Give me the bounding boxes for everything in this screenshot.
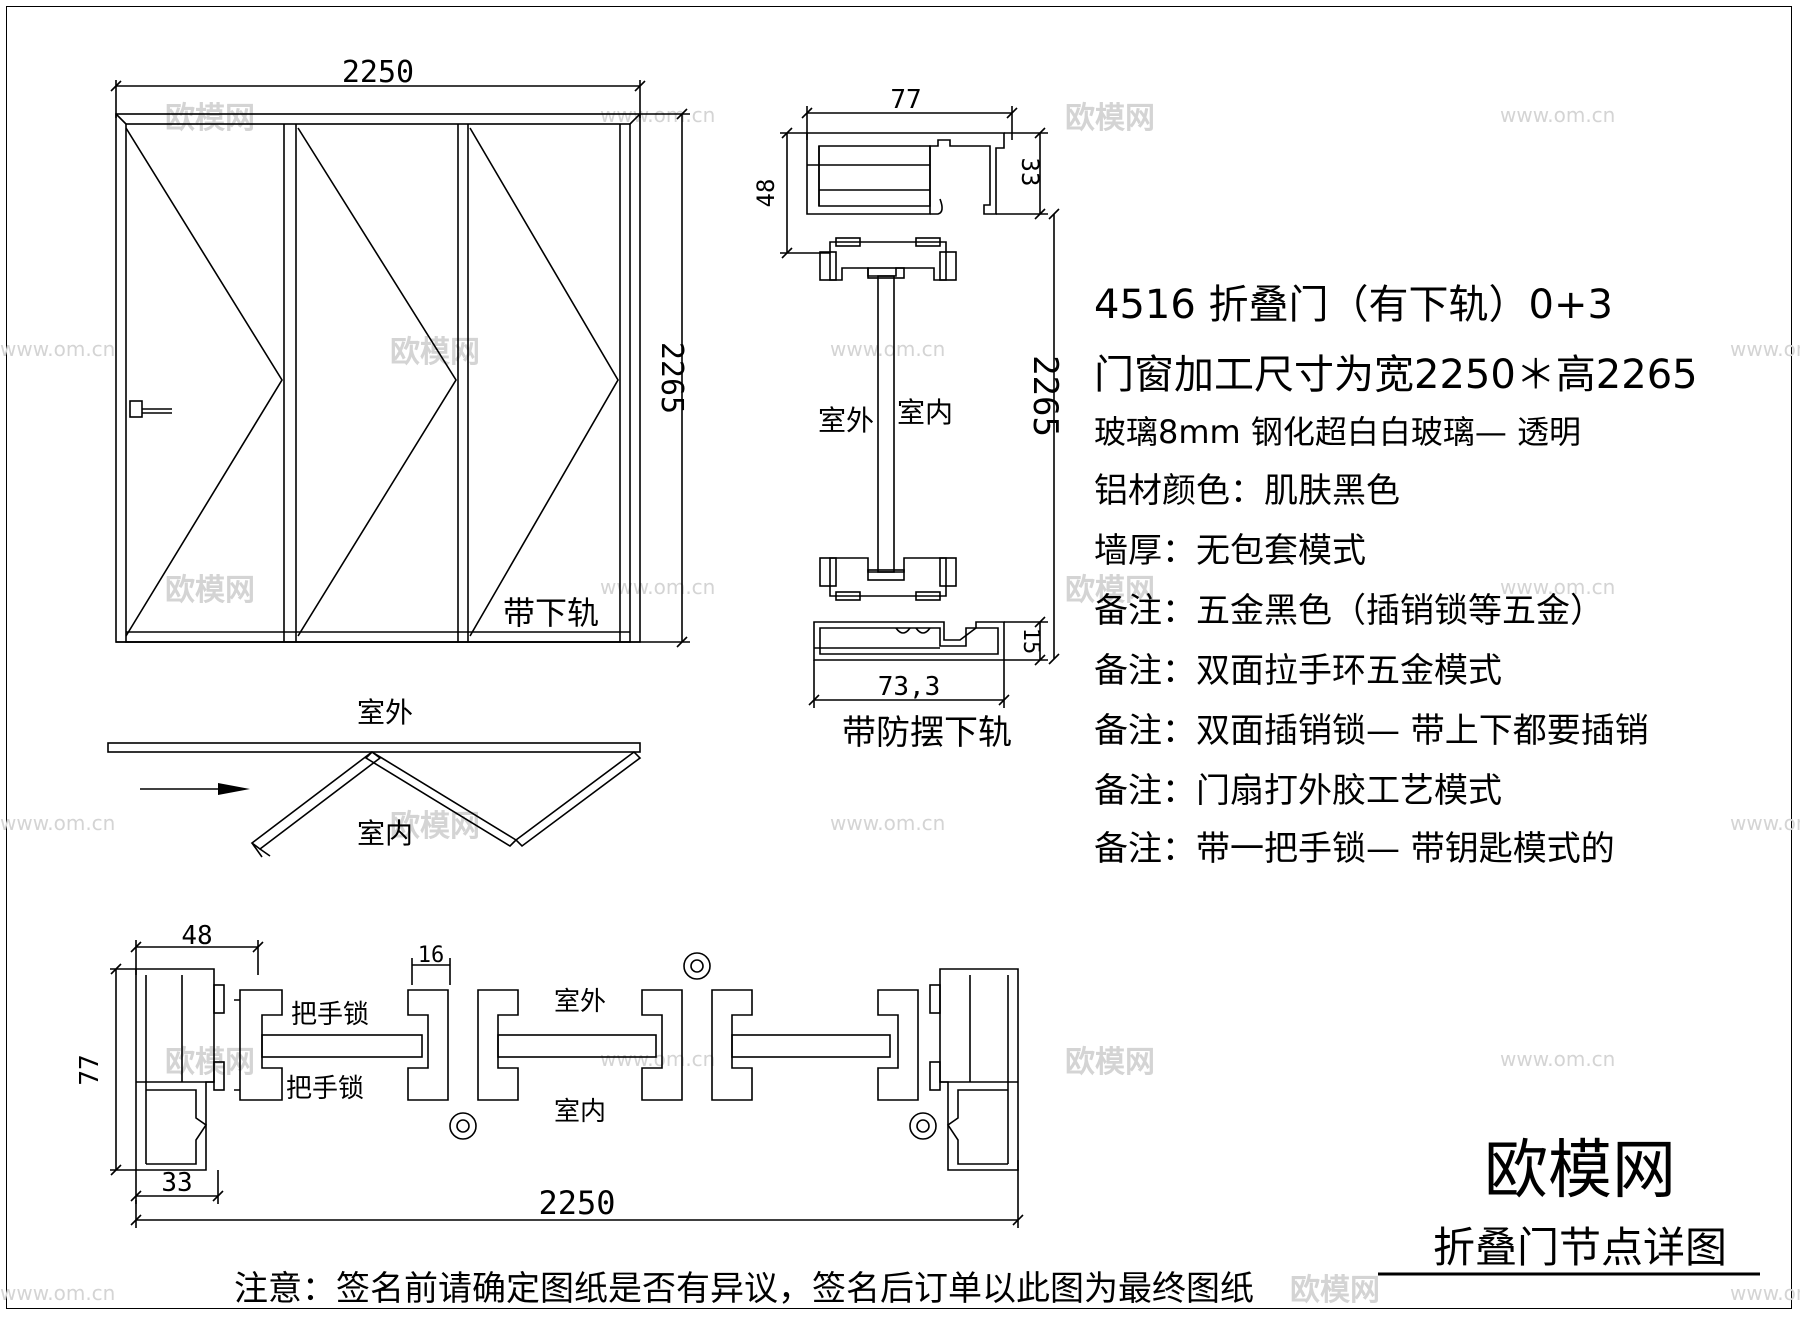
elevation-height-dim: 2265 xyxy=(654,342,689,414)
section-outside-label: 室外 xyxy=(818,404,874,437)
drawing-title: 折叠门节点详图 xyxy=(1433,1223,1727,1272)
section-inside-label: 室内 xyxy=(897,396,953,429)
signature-note: 注意：签名前请确定图纸是否有异议，签名后订单以此图为最终图纸 xyxy=(234,1269,1254,1309)
watermark-logo: 欧模网 xyxy=(1290,1273,1380,1308)
panel-1-swing-mark xyxy=(125,127,283,637)
folding-plan: 室外 室内 xyxy=(107,696,642,858)
watermark-logo: 欧模网 xyxy=(165,573,255,608)
bottom-rail-width-dim: 73,3 xyxy=(878,672,941,702)
spec-line-note: 备注：五金黑色（插销锁等五金） xyxy=(1094,591,1604,631)
footer: 注意：签名前请确定图纸是否有异议，签名后订单以此图为最终图纸 欧模网 折叠门节点… xyxy=(234,1134,1727,1309)
watermark-url: www.om.cn xyxy=(830,337,945,361)
spec-line-glass: 玻璃8mm 钢化超白白玻璃— 透明 xyxy=(1094,413,1581,451)
brand-logo: 欧模网 xyxy=(1484,1134,1676,1208)
watermark-logo: 欧模网 xyxy=(1065,573,1155,608)
watermark-logo: 欧模网 xyxy=(165,1045,255,1080)
plan-lock-label-1: 把手锁 xyxy=(291,1000,369,1030)
top-right-height-dim: 33 xyxy=(1016,158,1044,187)
watermark-url: www.om.cn xyxy=(1500,1047,1615,1071)
arrow-head-icon xyxy=(218,783,250,795)
top-left-height-dim: 48 xyxy=(752,179,780,208)
plan-inside-label: 室内 xyxy=(554,1097,606,1127)
specification-block: 4516 折叠门（有下轨）0+3 门窗加工尺寸为宽2250＊高2265 玻璃8m… xyxy=(1094,282,1698,869)
watermark-logo: 欧模网 xyxy=(390,335,480,370)
spec-title: 4516 折叠门（有下轨）0+3 xyxy=(1094,282,1613,328)
folding-inside-label: 室内 xyxy=(357,817,413,850)
plan-outside-label: 室外 xyxy=(554,987,606,1017)
spec-line-size: 门窗加工尺寸为宽2250＊高2265 xyxy=(1094,352,1698,398)
plan-lock-label-2: 把手锁 xyxy=(286,1074,364,1104)
watermark-url: www.om.cn xyxy=(830,811,945,835)
door-elevation: 2250 2265 带下轨 xyxy=(110,55,690,648)
watermark-logo: 欧模网 xyxy=(390,809,480,844)
watermark-url: www.om.cn xyxy=(1500,103,1615,127)
spec-line-note: 备注：带一把手锁— 带钥匙模式的 xyxy=(1094,829,1615,869)
profile-section: 77 48 33 室外 室内 xyxy=(752,85,1065,753)
spec-line-color: 铝材颜色：肌肤黑色 xyxy=(1094,471,1400,511)
plan-dim-77: 77 xyxy=(75,1054,105,1085)
watermark-url: www.om.cn xyxy=(1730,811,1800,835)
glass-panel-2 xyxy=(497,1034,657,1058)
watermark-url: www.om.cn xyxy=(600,1047,715,1071)
plan-dim-48: 48 xyxy=(181,921,212,951)
section-overall-height-dim: 2265 xyxy=(1025,355,1065,437)
bottom-track-note: 带下轨 xyxy=(503,594,599,632)
plan-dim-16: 16 xyxy=(418,943,445,968)
bottom-rail-caption: 带防摆下轨 xyxy=(842,713,1012,753)
watermark-url: www.om.cn xyxy=(0,811,115,835)
glass-panel-3 xyxy=(731,1034,891,1058)
watermark-layer: 欧模网 www.om.cn 欧模网 www.om.cn 欧模网 www.om.c… xyxy=(0,101,1800,1308)
plan-section: 48 16 77 33 2250 xyxy=(75,921,1024,1228)
plan-dim-33: 33 xyxy=(161,1168,192,1198)
watermark-url: www.om.cn xyxy=(1730,1281,1800,1305)
glass-panel-1 xyxy=(261,1034,423,1058)
watermark-url: www.om.cn xyxy=(600,575,715,599)
top-profile-width-dim: 77 xyxy=(890,85,921,115)
watermark-url: www.om.cn xyxy=(1500,575,1615,599)
watermark-url: www.om.cn xyxy=(600,103,715,127)
hinge-pin-icon xyxy=(449,1112,477,1140)
door-handle-icon xyxy=(129,400,172,418)
watermark-url: www.om.cn xyxy=(0,1281,115,1305)
hinge-pin-icon xyxy=(683,952,711,980)
spec-line-wall: 墙厚：无包套模式 xyxy=(1094,531,1366,571)
sheet-border xyxy=(6,6,1792,1309)
bottom-rail-height-dim: 15 xyxy=(1018,628,1043,655)
plan-dim-2250: 2250 xyxy=(538,1184,615,1222)
watermark-url: www.om.cn xyxy=(0,337,115,361)
watermark-logo: 欧模网 xyxy=(1065,101,1155,136)
folding-outside-label: 室外 xyxy=(357,696,413,729)
panel-3-swing-mark xyxy=(469,127,619,637)
watermark-logo: 欧模网 xyxy=(165,101,255,136)
spec-line-note: 备注：门扇打外胶工艺模式 xyxy=(1094,771,1502,811)
elevation-width-dim: 2250 xyxy=(342,55,414,90)
watermark-logo: 欧模网 xyxy=(1065,1045,1155,1080)
watermark-url: www.om.cn xyxy=(1730,337,1800,361)
spec-line-note: 备注：双面拉手环五金模式 xyxy=(1094,651,1502,691)
spec-line-note: 备注：双面插销锁— 带上下都要插销 xyxy=(1094,711,1649,751)
hinge-pin-icon xyxy=(909,1112,937,1140)
panel-2-swing-mark xyxy=(297,127,457,637)
